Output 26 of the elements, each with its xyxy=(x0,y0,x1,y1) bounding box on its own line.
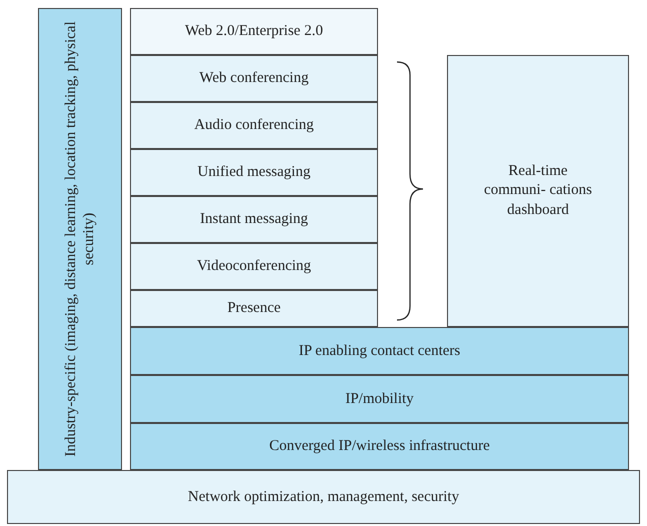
layer-box xyxy=(7,470,640,524)
layer-box xyxy=(130,8,378,55)
layer-label: Unified messaging xyxy=(198,164,310,181)
layer-label: Web 2.0/Enterprise 2.0 xyxy=(185,23,323,40)
layer-label: Videoconferencing xyxy=(196,258,312,275)
layer-label: IP enabling contact centers xyxy=(298,342,460,360)
layer-box xyxy=(130,55,378,102)
layer-box xyxy=(130,423,629,470)
layer-label: Network optimization, management, security xyxy=(188,488,460,506)
layer-box xyxy=(130,196,378,243)
layer-label: Instant messaging xyxy=(200,211,308,228)
layer-box xyxy=(447,55,629,327)
layer-box xyxy=(130,327,629,375)
layer-box xyxy=(130,102,378,149)
layer-label: Audio conferencing xyxy=(194,117,314,134)
layer-label: IP/mobility xyxy=(345,390,414,408)
layer-label: Presence xyxy=(227,300,281,317)
layer-box xyxy=(130,290,378,327)
layer-label: Real-time communi- cations dashboard xyxy=(483,162,593,220)
layer-box xyxy=(130,375,629,423)
layer-label: Industry-specific (imaging, distance learning, location tracking, physical security) xyxy=(62,20,98,459)
layer-label: Web conferencing xyxy=(199,70,309,87)
layer-box xyxy=(130,243,378,290)
layer-box xyxy=(130,149,378,196)
layer-label: Converged IP/wireless infrastructure xyxy=(269,438,490,455)
vertical-band xyxy=(38,8,122,470)
